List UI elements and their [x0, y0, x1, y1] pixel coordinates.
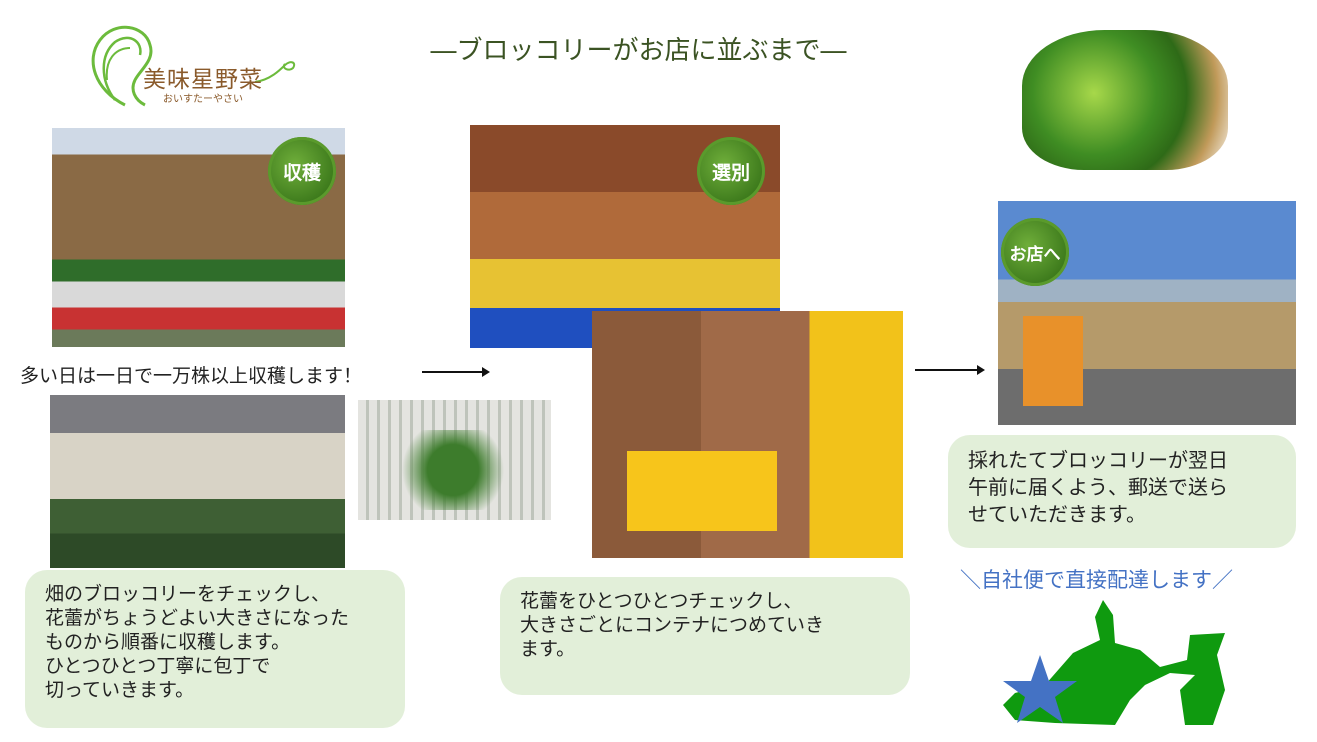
delivery-description: 採れたてブロッコリーが翌日 午前に届くよう、郵送で送ら せていただきます。: [948, 435, 1296, 548]
farmer-photo: [50, 395, 345, 568]
logo-name: 美味星野菜: [143, 67, 263, 93]
delivery-note: ＼自社便で直接配達します／: [960, 568, 1233, 592]
harvest-line: 切っていきます。: [45, 679, 195, 701]
page-title: ―ブロッコリーがお店に並ぶまで―: [430, 36, 847, 66]
sorting-line: 花蕾をひとつひとつチェックし、: [520, 590, 803, 612]
harvest-description: 畑のブロッコリーをチェックし、 花蕾がちょうどよい大きさになった ものから順番に…: [25, 570, 405, 728]
lettuce-logo-icon: [91, 25, 296, 107]
sorting-line: ます。: [520, 638, 576, 660]
logo: 美味星野菜 おいすたーやさい: [85, 20, 300, 112]
logo-reading: おいすたーやさい: [163, 94, 243, 105]
badge-harvest: 収穫: [268, 137, 336, 205]
harvest-line: 花蕾がちょうどよい大きさになった: [45, 607, 350, 629]
delivery-line: 採れたてブロッコリーが翌日: [968, 448, 1228, 472]
delivery-line: せていただきます。: [968, 502, 1146, 526]
broccoli-crates-photo: [358, 400, 551, 520]
harvest-line: ものから順番に収穫します。: [45, 631, 291, 653]
packing-photo: [592, 311, 903, 558]
star-icon: [1003, 655, 1077, 723]
arrow-right-icon: [422, 367, 490, 377]
badge-to-store: お店へ: [1001, 218, 1069, 286]
arrow-right-icon: [915, 365, 985, 375]
harvest-line: 畑のブロッコリーをチェックし、: [45, 583, 331, 605]
broccoli-basket-photo: [1022, 30, 1228, 170]
delivery-line: 午前に届くよう、郵送で送ら: [968, 475, 1228, 499]
sorting-description: 花蕾をひとつひとつチェックし、 大きさごとにコンテナにつめていき ます。: [500, 577, 910, 695]
sorting-line: 大きさごとにコンテナにつめていき: [520, 614, 825, 636]
badge-sorting: 選別: [697, 137, 765, 205]
harvest-caption: 多い日は一日で一万株以上収穫します！: [20, 365, 363, 387]
harvest-line: ひとつひとつ丁寧に包丁で: [45, 655, 271, 677]
shizuoka-map-icon: [1003, 600, 1225, 725]
